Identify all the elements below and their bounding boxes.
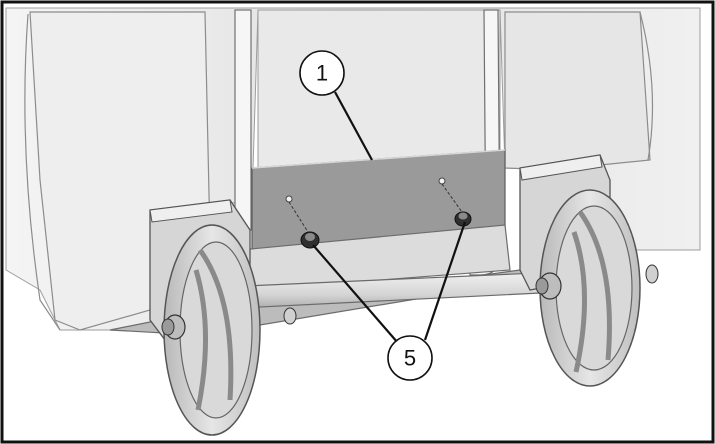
right-wheel bbox=[535, 189, 659, 387]
bracket-plate bbox=[251, 149, 506, 256]
callout-5-label: 5 bbox=[404, 346, 416, 371]
callout-1: 1 bbox=[299, 50, 345, 96]
screw-left bbox=[300, 231, 320, 249]
screw-right bbox=[454, 211, 472, 227]
leader-lines bbox=[312, 91, 467, 344]
callout-5: 5 bbox=[387, 335, 433, 381]
callout-1-label: 1 bbox=[316, 61, 328, 86]
left-wheel bbox=[161, 224, 297, 436]
